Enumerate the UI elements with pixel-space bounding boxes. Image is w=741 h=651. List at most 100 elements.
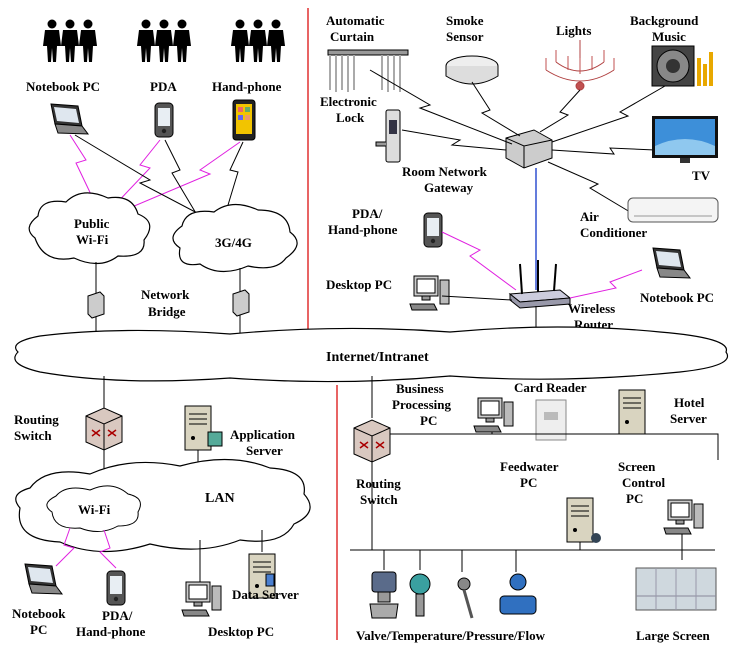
- music-label-1: Background: [630, 13, 699, 28]
- valve-icon: [369, 571, 399, 619]
- lan-notebook-label-1: Notebook: [12, 606, 66, 621]
- internet-label: Internet/Intranet: [326, 350, 429, 365]
- feedwater-label-2: PC: [520, 475, 537, 490]
- lock-label-2: Lock: [336, 110, 365, 125]
- chandelier-icon: [545, 40, 615, 91]
- lan-pda-label-1: PDA/: [102, 608, 133, 623]
- bridge-icon-left: [87, 291, 105, 319]
- bridge-label-2: Bridge: [148, 304, 186, 319]
- large-screen-label: Large Screen: [636, 628, 711, 643]
- room-pda-label-1: PDA/: [352, 206, 383, 221]
- room-notebook-icon: [652, 247, 691, 279]
- gateway-label-2: Gateway: [424, 180, 474, 195]
- business-pc-label-2: Processing: [392, 397, 451, 412]
- large-screen-icon: [635, 567, 717, 611]
- cellular-label: 3G/4G: [215, 235, 252, 250]
- curtain-label-1: Automatic: [326, 13, 385, 28]
- curtain-icon: [327, 49, 409, 92]
- business-pc-label-1: Business: [396, 381, 444, 396]
- cellular-cloud: [172, 203, 298, 273]
- data-server-label: Data Server: [232, 587, 299, 602]
- card-reader-icon: [535, 399, 567, 441]
- temperature-sensor-icon: [409, 573, 431, 617]
- air-label-1: Air: [580, 209, 599, 224]
- gateway-icon: [505, 129, 553, 169]
- database-icon: [265, 573, 275, 587]
- wireless-router-icon: [508, 260, 572, 309]
- handphone-icon: [232, 99, 256, 141]
- internet-cloud: [14, 326, 729, 383]
- hotel-server-label-2: Server: [670, 411, 707, 426]
- room-desktop-label: Desktop PC: [326, 277, 392, 292]
- field-drops: [383, 550, 517, 572]
- hotel-switch-label-1: Routing: [356, 476, 401, 491]
- music-label-2: Music: [652, 29, 686, 44]
- smoke-label-2: Sensor: [446, 29, 484, 44]
- lan-notebook-label-2: PC: [30, 622, 47, 637]
- wireless-links-top-left: [69, 134, 244, 226]
- pda-icon: [154, 102, 174, 138]
- air-label-2: Conditioner: [580, 225, 647, 240]
- public-wifi-label-1: Public: [74, 216, 110, 231]
- lock-label-1: Electronic: [320, 94, 377, 109]
- room-pda-icon: [423, 212, 443, 248]
- bridge-label-1: Network: [141, 287, 190, 302]
- wifi-label: Wi-Fi: [78, 502, 111, 517]
- wifi-cloud: [46, 485, 141, 532]
- lan-switch-label-2: Switch: [14, 428, 52, 443]
- business-pc-icon: [473, 397, 514, 433]
- pda-label: PDA: [150, 79, 177, 94]
- gateway-label-1: Room Network: [402, 164, 488, 179]
- tv-label: TV: [692, 168, 711, 183]
- public-wifi-cloud: [28, 192, 151, 265]
- application-server-icon: [184, 405, 212, 451]
- bridge-icon-right: [232, 289, 250, 317]
- room-pda-label-2: Hand-phone: [328, 222, 398, 237]
- lan-notebook-icon: [24, 563, 63, 595]
- screen-control-label-1: Screen: [618, 459, 656, 474]
- curtain-label-2: Curtain: [330, 29, 375, 44]
- server-card-icon: [207, 431, 223, 447]
- lights-label: Lights: [556, 23, 591, 38]
- sensors-label: Valve/Temperature/Pressure/Flow: [356, 628, 546, 643]
- lan-desktop-icon: [181, 581, 222, 617]
- screen-control-label-3: PC: [626, 491, 643, 506]
- user-badge-icon: [591, 533, 601, 543]
- router-label-1: Wireless: [568, 301, 615, 316]
- hotel-server-label-1: Hotel: [674, 395, 705, 410]
- handphone-label: Hand-phone: [212, 79, 282, 94]
- air-conditioner-icon: [627, 197, 719, 223]
- business-pc-label-3: PC: [420, 413, 437, 428]
- notebook-pc-label: Notebook PC: [26, 79, 100, 94]
- room-notebook-label: Notebook PC: [640, 290, 714, 305]
- hotel-server-icon: [618, 389, 646, 435]
- smoke-sensor-icon: [445, 55, 499, 85]
- lan-wireless-links: [55, 527, 117, 569]
- gateway-wireless-links: [369, 69, 666, 213]
- app-server-label-1: Application: [230, 427, 296, 442]
- hotel-switch-label-2: Switch: [360, 492, 398, 507]
- electronic-lock-icon: [375, 109, 401, 163]
- screen-control-label-2: Control: [622, 475, 665, 490]
- room-desktop-icon: [409, 275, 450, 311]
- lan-routing-switch-icon: [85, 407, 123, 451]
- tv-icon: [652, 116, 718, 163]
- screen-control-pc-icon: [663, 499, 704, 535]
- lan-switch-label-1: Routing: [14, 412, 59, 427]
- feedwater-label-1: Feedwater: [500, 459, 559, 474]
- lan-desktop-label: Desktop PC: [208, 624, 274, 639]
- flow-meter-icon: [499, 573, 537, 615]
- app-server-label-2: Server: [246, 443, 283, 458]
- users-top-left: [43, 19, 285, 62]
- hotel-routing-switch-icon: [353, 419, 391, 463]
- lan-pda-icon: [106, 570, 126, 606]
- pressure-sensor-icon: [457, 577, 474, 619]
- lan-label: LAN: [205, 491, 235, 506]
- feedwater-pc-icon: [566, 497, 594, 543]
- notebook-pc-icon: [50, 103, 89, 135]
- lan-pda-label-2: Hand-phone: [76, 624, 146, 639]
- card-reader-label: Card Reader: [514, 380, 587, 395]
- smoke-label-1: Smoke: [446, 13, 484, 28]
